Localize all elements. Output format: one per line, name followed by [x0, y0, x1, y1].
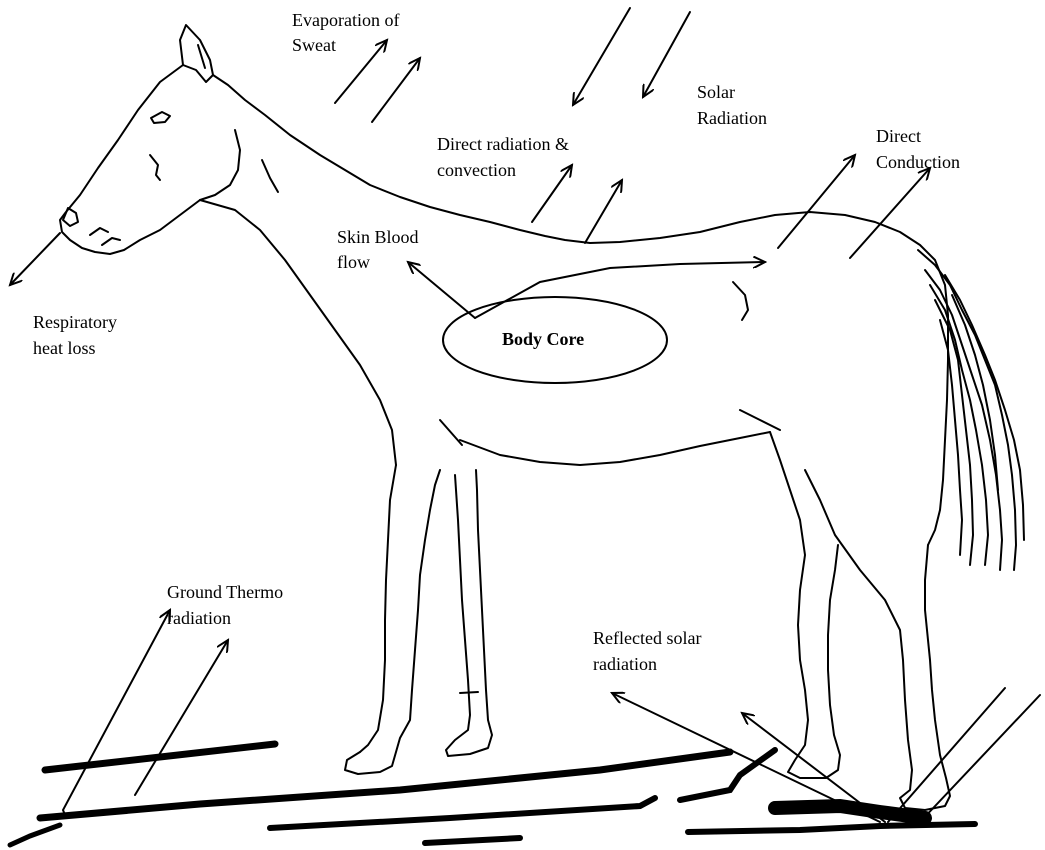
horse-tail [918, 250, 1024, 570]
solar-arrow-1 [573, 8, 630, 105]
hind-leg-near [770, 432, 840, 778]
direct-radiation-arrow-1 [532, 165, 572, 222]
evaporation-arrow-2 [372, 58, 420, 122]
direct-radiation-label-line2: convection [437, 158, 516, 182]
ground-thermo-arrow-2 [135, 640, 228, 795]
skin-blood-arrow-left [408, 262, 475, 318]
solar-arrow-2 [643, 12, 690, 97]
ground-thermo-arrow-1 [63, 610, 170, 815]
evaporation-label-line2: Sweat [292, 33, 336, 57]
direct-radiation-arrow-2 [585, 180, 622, 243]
ground-thermo-label-line2: radiation [167, 606, 231, 630]
solar-label-line1: Solar [697, 80, 735, 104]
evaporation-arrow-1 [335, 40, 387, 103]
respiratory-arrow [10, 233, 60, 285]
horse-nostril [63, 208, 78, 226]
skin-blood-label-line1: Skin Blood [337, 225, 419, 249]
skin-blood-label-line2: flow [337, 250, 370, 274]
reflected-solar-label-line2: radiation [593, 652, 657, 676]
respiratory-label-line2: heat loss [33, 336, 96, 360]
reflected-solar-label-line1: Reflected solar [593, 626, 701, 650]
direct-conduction-label-line2: Conduction [876, 150, 960, 174]
horse-head [60, 65, 200, 254]
front-leg-far [446, 470, 492, 756]
direct-conduction-label-line1: Direct [876, 124, 921, 148]
horse-back [213, 75, 948, 545]
ground-thermo-label-line1: Ground Thermo [167, 580, 283, 604]
evaporation-label-line1: Evaporation of [292, 8, 399, 32]
respiratory-label-line1: Respiratory [33, 310, 117, 334]
horse-eye [151, 112, 170, 123]
horse-ear [180, 25, 213, 82]
skin-blood-arrow-right [475, 262, 765, 318]
horse-belly [460, 432, 770, 465]
body-core-label: Body Core [502, 329, 584, 350]
incoming-ray-2 [920, 695, 1040, 822]
solar-label-line2: Radiation [697, 106, 767, 130]
ground-strokes [10, 744, 975, 845]
hind-leg-far [805, 470, 950, 810]
direct-radiation-label-line1: Direct radiation & [437, 132, 569, 156]
conduction-arrow-1 [778, 155, 855, 248]
front-leg-near [360, 465, 396, 752]
